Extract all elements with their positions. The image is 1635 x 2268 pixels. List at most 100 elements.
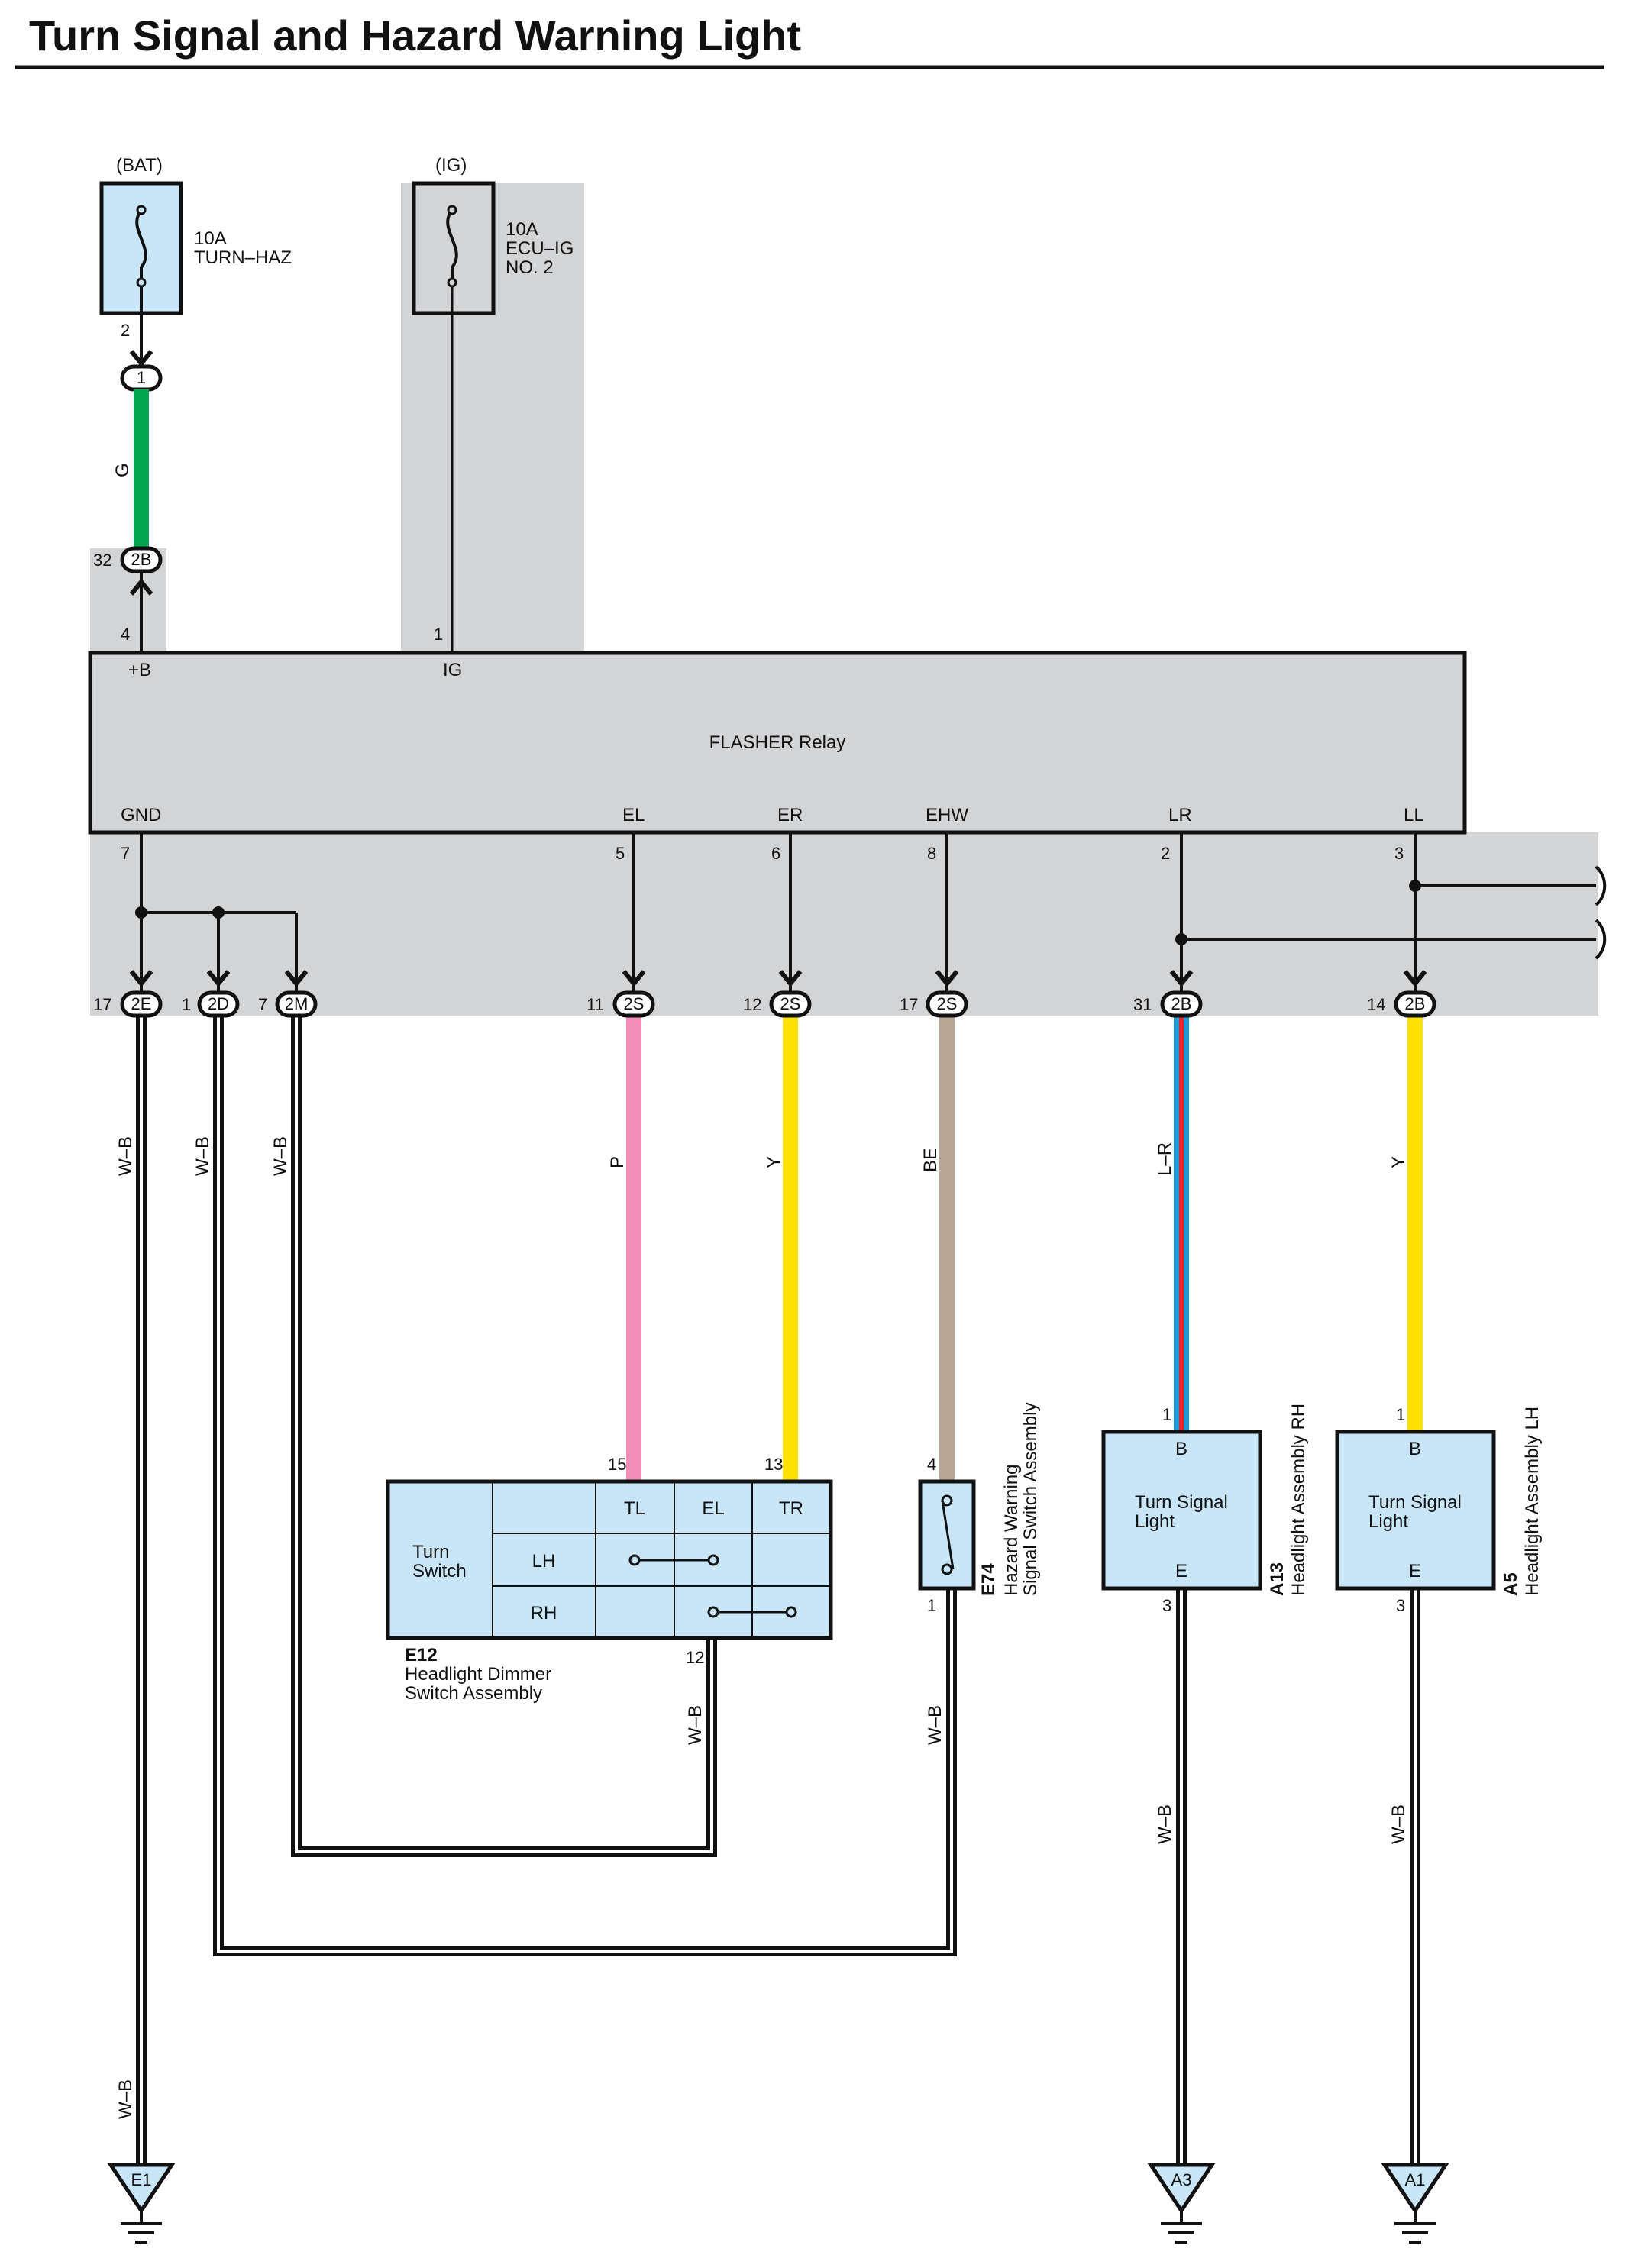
svg-text:W–B: W–B: [685, 1705, 706, 1745]
fuse-amp: 10A: [506, 219, 538, 240]
svg-text:Turn Signal: Turn Signal: [1135, 1492, 1228, 1513]
svg-text:2E: 2E: [131, 994, 152, 1013]
page-title: Turn Signal and Hazard Warning Light: [29, 11, 801, 60]
svg-text:7: 7: [121, 844, 130, 863]
fuse-name: ECU–IG: [506, 238, 574, 259]
svg-text:Turn Signal: Turn Signal: [1368, 1492, 1462, 1513]
svg-text:7: 7: [258, 995, 267, 1014]
svg-text:Headlight Assembly RH: Headlight Assembly RH: [1288, 1404, 1309, 1596]
svg-text:1: 1: [1162, 1405, 1171, 1424]
svg-text:5: 5: [616, 844, 625, 863]
fuse-name: TURN–HAZ: [194, 247, 292, 268]
wire-labels: W–B W–B W–B P Y BE L–R Y W–B W–B W–B W–B…: [115, 1136, 1409, 2119]
svg-text:Light: Light: [1135, 1511, 1175, 1532]
svg-text:P: P: [607, 1156, 628, 1168]
svg-text:14: 14: [1367, 995, 1385, 1014]
svg-text:LH: LH: [532, 1551, 556, 1572]
svg-text:6: 6: [771, 844, 780, 863]
svg-text:BE: BE: [920, 1148, 941, 1172]
fuse-ecu-ig: (IG) 10A ECU–IG NO. 2: [412, 155, 574, 315]
svg-text:1: 1: [1396, 1405, 1405, 1424]
ig-circuit: 1: [434, 286, 454, 653]
relay-name: FLASHER Relay: [709, 732, 846, 753]
svg-text:15: 15: [608, 1455, 626, 1474]
fuse-icon: [135, 208, 147, 283]
svg-text:4: 4: [927, 1455, 936, 1474]
turn-switch-e12: 15 13 Turn Switch TL EL TR LH RH 12 E12 …: [386, 1455, 833, 1704]
ground-icon: [1147, 2163, 1216, 2215]
svg-text:EL: EL: [702, 1498, 724, 1519]
svg-text:A5: A5: [1501, 1572, 1521, 1596]
svg-text:13: 13: [764, 1455, 783, 1474]
svg-text:B: B: [1409, 1439, 1421, 1459]
svg-text:W–B: W–B: [192, 1136, 213, 1176]
svg-text:2D: 2D: [208, 994, 229, 1013]
junction-dots: [135, 880, 1421, 945]
bat-circuit: 1 G 2B 32 4: [93, 286, 163, 653]
svg-text:W–B: W–B: [1388, 1804, 1409, 1844]
fuse-source-label: (IG): [435, 155, 467, 176]
ground-wires: [136, 1016, 1420, 2169]
svg-text:W–B: W–B: [1155, 1804, 1175, 1844]
shaded-regions: [90, 183, 1598, 1016]
fuse-pin: 2: [121, 321, 130, 340]
svg-text:E74: E74: [978, 1563, 999, 1596]
inline-connector-pin-no: 32: [93, 551, 111, 570]
svg-text:TR: TR: [779, 1498, 803, 1519]
svg-text:Headlight Assembly LH: Headlight Assembly LH: [1522, 1407, 1543, 1596]
ground-a1: A1: [1381, 2163, 1449, 2244]
relay-terminal-gnd: GND: [121, 805, 161, 825]
ground-icon: [1381, 2163, 1449, 2215]
svg-text:2S: 2S: [937, 994, 958, 1013]
flasher-relay: FLASHER Relay +B IG GND EL ER EHW LR LL: [88, 651, 1467, 835]
svg-text:2B: 2B: [1405, 994, 1426, 1013]
svg-text:3: 3: [1162, 1596, 1171, 1615]
arrow-icon: [129, 350, 153, 367]
fuse-box: [412, 181, 496, 315]
relay-terminal-er: ER: [777, 805, 803, 825]
svg-text:1: 1: [182, 995, 191, 1014]
svg-text:2S: 2S: [780, 994, 801, 1013]
inline-connector-pin: 1: [137, 368, 146, 387]
svg-text:E: E: [1175, 1561, 1187, 1581]
svg-text:A1: A1: [1405, 2170, 1426, 2189]
svg-text:W–B: W–B: [270, 1136, 291, 1176]
svg-text:17: 17: [900, 995, 918, 1014]
svg-text:Y: Y: [764, 1156, 784, 1168]
svg-text:Y: Y: [1388, 1156, 1409, 1168]
wire-label-g: G: [112, 463, 133, 477]
fuse-amp: 10A: [194, 228, 227, 249]
svg-text:2B: 2B: [1171, 994, 1192, 1013]
ground-icon: [107, 2163, 176, 2215]
svg-text:2M: 2M: [285, 994, 309, 1013]
fuse-turn-haz: (BAT) 10A TURN–HAZ 2: [99, 155, 292, 340]
svg-text:TL: TL: [624, 1498, 645, 1519]
ground-e1: E1: [107, 2163, 176, 2244]
svg-text:L–R: L–R: [1155, 1142, 1175, 1176]
svg-text:E1: E1: [131, 2170, 152, 2189]
svg-text:A3: A3: [1171, 2170, 1192, 2189]
svg-text:W–B: W–B: [115, 2079, 136, 2119]
turn-signal-light-a13: 1 B Turn Signal Light E 3 A13 Headlight …: [1101, 1404, 1309, 1615]
relay-pin-b: 4: [121, 625, 130, 644]
svg-text:W–B: W–B: [115, 1136, 136, 1176]
turn-signal-light-a5: 1 B Turn Signal Light E 3 A5 Headlight A…: [1335, 1405, 1543, 1615]
svg-text:3: 3: [1394, 844, 1404, 863]
svg-text:12: 12: [743, 995, 761, 1014]
svg-text:3: 3: [1396, 1596, 1405, 1615]
svg-text:RH: RH: [531, 1603, 557, 1623]
relay-terminal-el: EL: [622, 805, 645, 825]
relay-terminal-b: +B: [128, 660, 151, 680]
relay-terminal-ehw: EHW: [926, 805, 968, 825]
svg-text:B: B: [1175, 1439, 1187, 1459]
svg-text:A13: A13: [1267, 1562, 1288, 1596]
svg-text:17: 17: [93, 995, 111, 1014]
fuse-name-line2: NO. 2: [506, 257, 554, 278]
svg-text:Headlight Dimmer: Headlight Dimmer: [405, 1664, 551, 1685]
svg-text:Switch: Switch: [412, 1561, 467, 1581]
svg-text:Switch Assembly: Switch Assembly: [405, 1683, 542, 1704]
relay-terminal-lr: LR: [1168, 805, 1192, 825]
relay-pin-ig: 1: [434, 625, 443, 644]
relay-feed-lines: [140, 832, 1607, 993]
